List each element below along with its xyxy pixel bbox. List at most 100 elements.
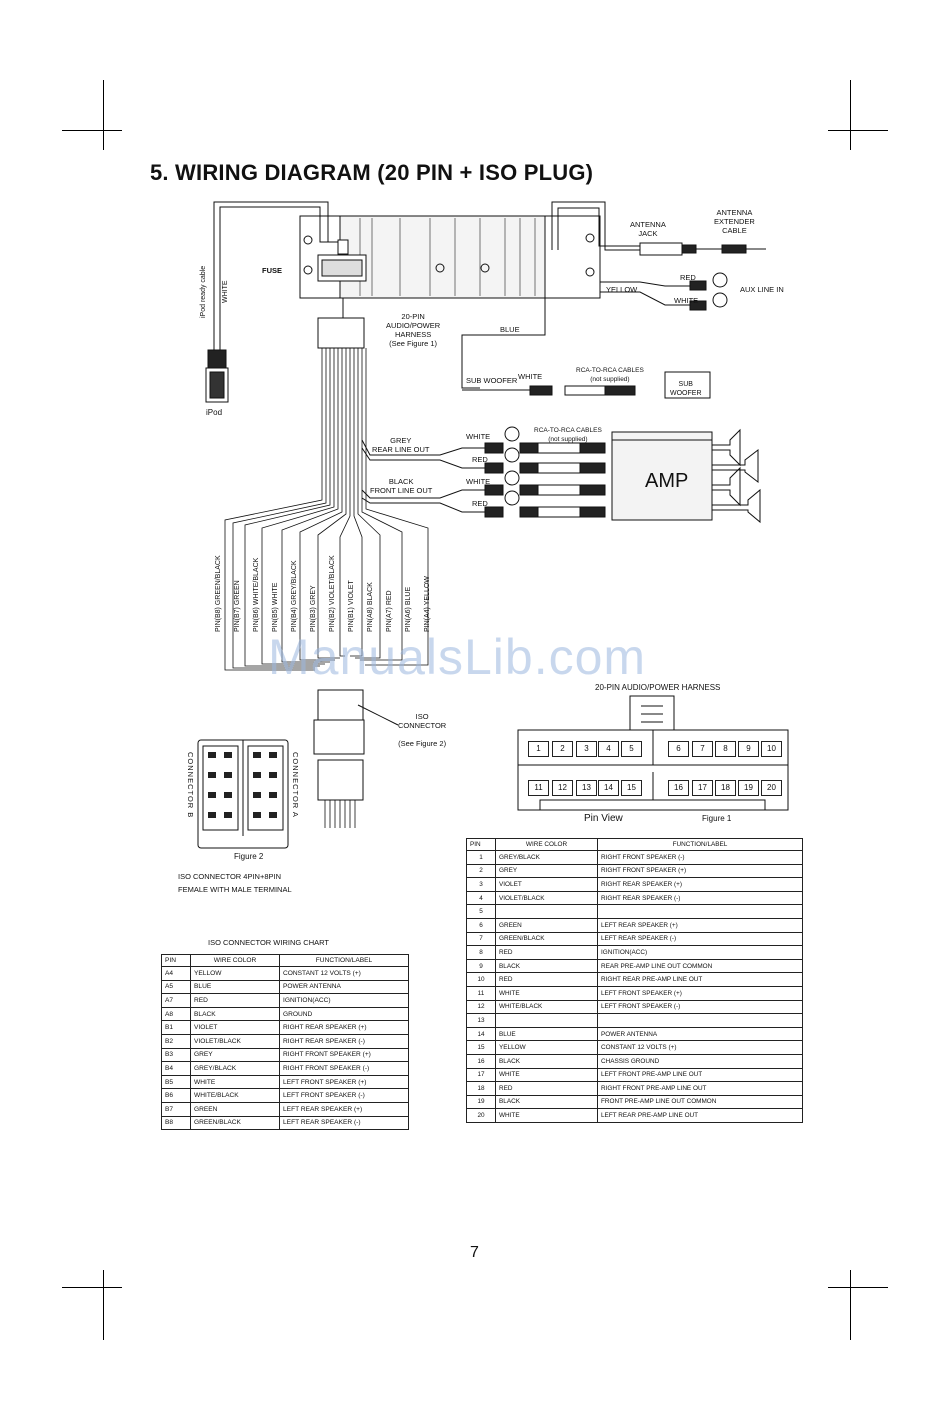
yellow-label: YELLOW bbox=[606, 285, 638, 294]
harness-pin: 3 bbox=[576, 741, 597, 757]
sub-woofer-box-label: SUB WOOFER bbox=[670, 381, 702, 397]
pin-wire-label: PIN(B5) WHITE bbox=[272, 582, 279, 632]
grey-rear-label: GREY REAR LINE OUT bbox=[372, 436, 430, 454]
ipod-ready-cable-label: iPod ready cable bbox=[200, 265, 207, 318]
antenna-jack-label: ANTENNA JACK bbox=[630, 220, 666, 238]
pin-wire-label: PIN(B7) GREEN bbox=[234, 580, 241, 632]
red-2-label: RED bbox=[472, 499, 488, 508]
rca-cables-1-label: RCA-TO-RCA CABLES (not supplied) bbox=[576, 367, 644, 383]
pin-wire-label: PIN(A4) YELLOW bbox=[424, 576, 431, 632]
harness-pin: 1 bbox=[528, 741, 549, 757]
iso-desc-label: ISO CONNECTOR 4PIN+8PIN FEMALE WITH MALE… bbox=[178, 872, 292, 894]
table-row: 5 bbox=[466, 904, 803, 919]
harness-pin: 13 bbox=[576, 780, 597, 796]
harness-pin: 2 bbox=[552, 741, 573, 757]
pin-wire-label: PIN(A8) BLACK bbox=[367, 582, 374, 632]
red-aux-label: RED bbox=[680, 273, 696, 282]
white-cable-label: WHITE bbox=[222, 280, 229, 303]
white-aux-label: WHITE bbox=[674, 296, 699, 305]
pin-wire-label: PIN(A7) RED bbox=[386, 590, 393, 632]
harness-pin: 12 bbox=[552, 780, 573, 796]
col-function: FUNCTION/LABEL bbox=[597, 838, 803, 851]
crop-mark bbox=[850, 80, 851, 150]
white-1-label: WHITE bbox=[466, 432, 491, 441]
pin-wire-label: PIN(B8) GREEN/BLACK bbox=[215, 555, 222, 632]
red-1-label: RED bbox=[472, 455, 488, 464]
pin-wire-label: PIN(B6) WHITE/BLACK bbox=[253, 557, 260, 632]
amp-box bbox=[611, 431, 713, 521]
harness-pin: 7 bbox=[692, 741, 713, 757]
pin-wire-label: PIN(B3) GREY bbox=[310, 585, 317, 632]
harness-pin: 16 bbox=[668, 780, 689, 796]
harness-plug bbox=[317, 317, 365, 349]
page-title: 5. WIRING DIAGRAM (20 PIN + ISO PLUG) bbox=[150, 160, 594, 185]
crop-mark bbox=[828, 130, 888, 131]
harness-pin: 10 bbox=[761, 741, 782, 757]
connector-a-label: CONNECTOR A bbox=[291, 752, 300, 818]
harness-pin: 4 bbox=[598, 741, 619, 757]
col-function: FUNCTION/LABEL bbox=[279, 954, 409, 967]
crop-mark bbox=[828, 1287, 888, 1288]
crop-mark bbox=[850, 1270, 851, 1340]
harness-pin: 19 bbox=[738, 780, 759, 796]
black-front-label: BLACK FRONT LINE OUT bbox=[370, 477, 433, 495]
pin-view-label: Pin View bbox=[584, 813, 623, 824]
harness-pin: 5 bbox=[621, 741, 642, 757]
col-wire-color: WIRE COLOR bbox=[190, 954, 280, 967]
pin-wire-label: PIN(B2) VIOLET/BLACK bbox=[329, 555, 336, 632]
fuse-label: FUSE bbox=[262, 266, 283, 275]
ipod-label: iPod bbox=[206, 408, 223, 417]
harness-title-label: 20-PIN AUDIO/POWER HARNESS bbox=[595, 683, 721, 692]
pin-wire-label: PIN(B4) GREY/BLACK bbox=[291, 560, 298, 632]
connector-b-label: CONNECTOR B bbox=[186, 752, 195, 819]
rca-cables-2-label: RCA-TO-RCA CABLES (not supplied) bbox=[534, 427, 602, 443]
harness-pin: 17 bbox=[692, 780, 713, 796]
col-pin: PIN bbox=[161, 954, 191, 967]
aux-line-in-label: AUX LINE IN bbox=[740, 285, 784, 294]
figure2-label: Figure 2 bbox=[234, 852, 264, 861]
sub-woofer-label: SUB WOOFER bbox=[466, 376, 518, 385]
crop-mark bbox=[62, 1287, 122, 1288]
figure1-label: Figure 1 bbox=[702, 814, 732, 823]
harness-pin: 11 bbox=[528, 780, 549, 796]
pin-wire-label: PIN(A6) BLUE bbox=[405, 586, 412, 632]
crop-mark bbox=[62, 130, 122, 131]
harness-pin: 15 bbox=[621, 780, 642, 796]
harness-pin: 20 bbox=[761, 780, 782, 796]
pin-wire-label: PIN(B1) VIOLET bbox=[348, 580, 355, 632]
harness-pin: 14 bbox=[598, 780, 619, 796]
antenna-extender-label: ANTENNA EXTENDER CABLE bbox=[714, 208, 755, 235]
harness-pin: 6 bbox=[668, 741, 689, 757]
iso-chart-title: ISO CONNECTOR WIRING CHART bbox=[208, 938, 329, 947]
white-sub-label: WHITE bbox=[518, 372, 543, 381]
page-number: 7 bbox=[470, 1244, 479, 1261]
crop-mark bbox=[103, 80, 104, 150]
